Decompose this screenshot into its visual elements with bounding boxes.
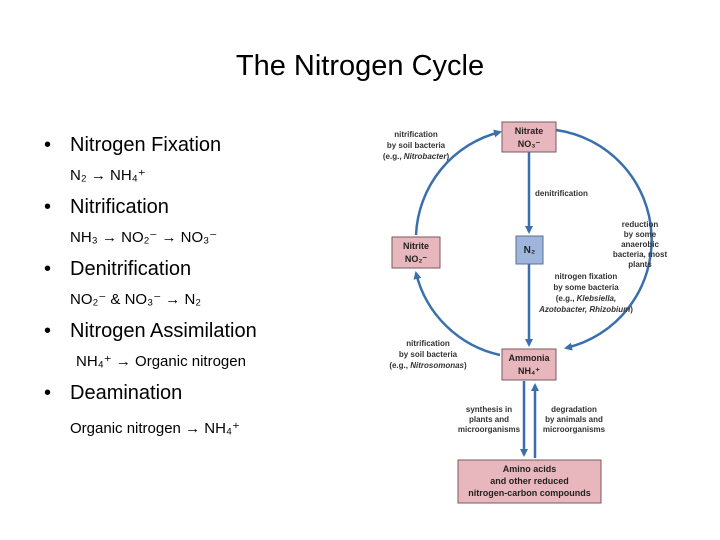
svg-text:NO₂⁻: NO₂⁻ [405,254,427,264]
svg-text:NH₄⁺: NH₄⁺ [518,366,540,376]
svg-text:by some bacteria: by some bacteria [553,283,619,292]
bullet-formula: Organic nitrogen → NH₄⁺ [70,420,240,437]
label-degradation: degradation by animals and microorganism… [543,405,606,434]
bullet-dot: • [44,320,52,342]
svg-text:Nitrate: Nitrate [515,126,544,136]
svg-text:Amino acids: Amino acids [503,464,557,474]
svg-text:by soil bacteria: by soil bacteria [399,350,458,359]
arrow-ammonia-to-nitrite [413,271,501,357]
arrow-nitrite-to-nitrate [414,129,502,236]
bullet-formula: NH₄⁺ → Organic nitrogen [76,353,246,370]
label-nitrification-bottom: nitrification by soil bacteria (e.g., Ni… [389,339,467,370]
bullet-dot: • [44,134,52,156]
svg-text:by some: by some [624,230,657,239]
label-reduction: reduction by some anaerobic bacteria, mo… [613,220,668,269]
svg-text:NO₃⁻: NO₃⁻ [518,139,541,149]
svg-text:N₂: N₂ [524,245,536,256]
svg-text:nitrification: nitrification [394,130,438,139]
bullet-formula: N₂ → NH₄⁺ [70,167,146,184]
svg-text:(e.g., Nitrosomonas): (e.g., Nitrosomonas) [389,361,467,370]
svg-text:nitrogen-carbon compounds: nitrogen-carbon compounds [468,488,591,498]
svg-text:bacteria, most: bacteria, most [613,250,668,259]
page-title: The Nitrogen Cycle [235,50,485,82]
svg-text:Azotobacter, Rhizobium): Azotobacter, Rhizobium) [538,305,633,314]
ammonia-box: Ammonia NH₄⁺ [501,348,557,381]
svg-text:anaerobic: anaerobic [621,240,659,249]
bullet-formula: NH₃ → NO₂⁻ → NO₃⁻ [70,229,218,246]
svg-text:plants and: plants and [469,415,509,424]
label-nitrification-top: nitrification by soil bacteria (e.g., Ni… [383,130,450,161]
bullet-dot: • [44,258,52,280]
nitrate-box: Nitrate NO₃⁻ [501,121,557,153]
svg-text:(e.g., Nitrobacter): (e.g., Nitrobacter) [383,152,450,161]
svg-text:plants: plants [628,260,652,269]
svg-text:microorganisms: microorganisms [543,425,606,434]
svg-text:by soil bacteria: by soil bacteria [387,141,446,150]
bullet-dot: • [44,196,52,218]
bullet-dot: • [44,382,52,404]
bullet-label: Nitrogen Fixation [70,134,222,156]
svg-text:by animals and: by animals and [545,415,603,424]
bullet-label: Denitrification [70,258,192,280]
bullet-label: Deamination [70,382,183,404]
arrow-nitrate-to-ammonia [555,128,653,351]
bullet-label: Nitrogen Assimilation [70,320,257,342]
bullet-nitrogen-fixation: • Nitrogen Fixation N₂ → NH₄⁺ [44,131,364,186]
amino-acids-box: Amino acids and other reduced nitrogen-c… [457,459,602,504]
svg-text:nitrification: nitrification [406,339,450,348]
svg-text:Nitrite: Nitrite [403,241,429,251]
bullet-label: Nitrification [70,196,169,218]
bullet-nitrogen-assimilation: • Nitrogen Assimilation NH₄⁺ → Organic n… [44,317,364,372]
label-synthesis: synthesis in plants and microorganisms [458,405,521,434]
bullet-list: • Nitrogen Fixation N₂ → NH₄⁺ • Nitrific… [44,131,364,446]
bullet-denitrification: • Denitrification NO₂⁻ & NO₃⁻ → N₂ [44,255,364,310]
svg-text:microorganisms: microorganisms [458,425,521,434]
svg-text:(e.g., Klebsiella,: (e.g., Klebsiella, [556,294,616,303]
bullet-deamination: • Deamination Organic nitrogen → NH₄⁺ [44,379,364,439]
bullet-formula: NO₂⁻ & NO₃⁻ → N₂ [70,291,202,308]
svg-text:synthesis in: synthesis in [466,405,512,414]
svg-text:and other reduced: and other reduced [490,476,569,486]
n2-box: N₂ [515,235,544,265]
bullet-nitrification: • Nitrification NH₃ → NO₂⁻ → NO₃⁻ [44,193,364,248]
svg-text:reduction: reduction [622,220,659,229]
svg-text:Ammonia: Ammonia [508,353,550,363]
label-nitrogen-fixation: nitrogen fixation by some bacteria (e.g.… [538,272,633,314]
svg-text:degradation: degradation [551,405,597,414]
svg-text:denitrification: denitrification [535,189,588,198]
nitrite-box: Nitrite NO₂⁻ [391,236,441,269]
label-denitrification: denitrification [535,189,588,198]
svg-text:nitrogen fixation: nitrogen fixation [555,272,618,281]
